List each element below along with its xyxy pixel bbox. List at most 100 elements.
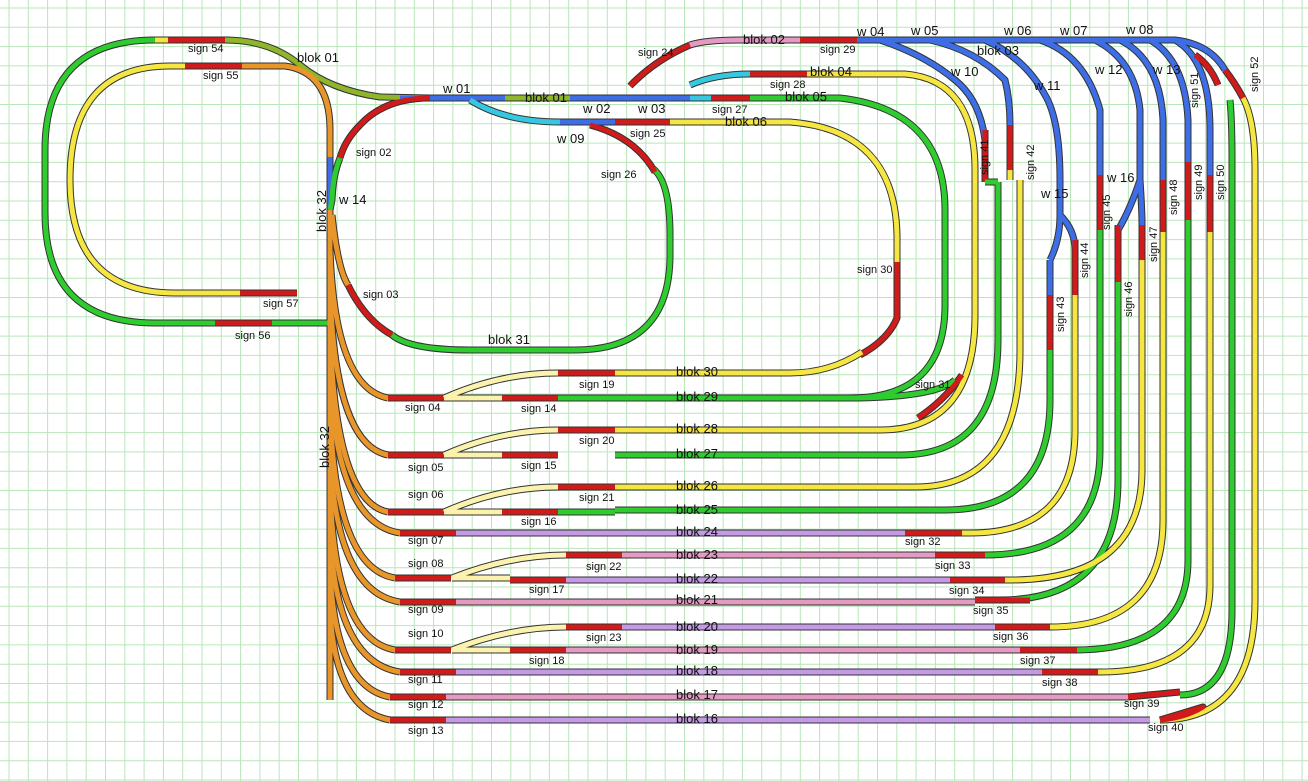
- signal-label[interactable]: sign 20: [579, 435, 614, 447]
- crossover[interactable]: [451, 552, 567, 581]
- blok-04-track[interactable]: [615, 71, 978, 433]
- blok-19-return[interactable]: [1020, 220, 1191, 653]
- signal-label[interactable]: sign 47: [1148, 227, 1160, 262]
- block-label[interactable]: blok 01: [525, 90, 567, 105]
- block-label[interactable]: blok 04: [810, 64, 852, 79]
- signal-label[interactable]: sign 42: [1025, 145, 1037, 180]
- blok-26-track[interactable]: [615, 170, 1023, 490]
- switch-label[interactable]: w 15: [1040, 186, 1068, 201]
- signal-label[interactable]: sign 29: [820, 44, 855, 56]
- switch-w06-w11-w15[interactable]: [983, 37, 1063, 262]
- block-label[interactable]: blok 28: [676, 421, 718, 436]
- block-label[interactable]: blok 24: [676, 524, 718, 539]
- signal-label[interactable]: sign 05: [408, 462, 443, 474]
- switch-label[interactable]: w 06: [1003, 23, 1031, 38]
- throat-curve[interactable]: [327, 369, 401, 536]
- signal-label[interactable]: sign 28: [770, 79, 805, 91]
- crossover[interactable]: [442, 427, 559, 458]
- throat-curve[interactable]: [327, 569, 391, 700]
- throat-curve[interactable]: [327, 329, 389, 515]
- block-label[interactable]: blok 30: [676, 364, 718, 379]
- blok-27-track[interactable]: [615, 179, 1001, 458]
- loop-to-w14-track[interactable]: [242, 63, 333, 157]
- signal-label[interactable]: sign 08: [408, 558, 443, 570]
- switch-label[interactable]: w 02: [582, 101, 610, 116]
- switch-label[interactable]: w 04: [856, 24, 884, 39]
- signal-label[interactable]: sign 10: [408, 628, 443, 640]
- signal-label[interactable]: sign 55: [203, 70, 238, 82]
- throat-curve[interactable]: [327, 409, 396, 581]
- track-segment[interactable]: [1137, 179, 1145, 226]
- outer-loop-track[interactable]: [42, 37, 330, 326]
- signal-26-section[interactable]: [589, 122, 658, 174]
- signal-label[interactable]: sign 13: [408, 725, 443, 737]
- signal-label[interactable]: sign 12: [408, 699, 443, 711]
- switch-label[interactable]: w 10: [950, 64, 978, 79]
- signal-24-section[interactable]: [628, 42, 691, 88]
- signal-label[interactable]: sign 43: [1055, 297, 1067, 332]
- blok-17-return[interactable]: [1179, 99, 1235, 698]
- block-label[interactable]: blok 23: [676, 547, 718, 562]
- crossover[interactable]: [442, 370, 559, 401]
- switch-w09[interactable]: [468, 97, 561, 125]
- blok-25-track[interactable]: [615, 350, 1053, 513]
- signal-label[interactable]: sign 23: [586, 632, 621, 644]
- signal-31-section[interactable]: [916, 373, 965, 421]
- signal-label[interactable]: sign 31: [915, 379, 950, 391]
- blok-02-track[interactable]: [689, 37, 800, 48]
- signal-label[interactable]: sign 22: [586, 561, 621, 573]
- signal-label[interactable]: sign 37: [1020, 655, 1055, 667]
- throat-curve[interactable]: [327, 609, 391, 723]
- track-segment[interactable]: [905, 295, 1078, 536]
- signal-label[interactable]: sign 49: [1193, 165, 1205, 200]
- switch-w13[interactable]: [1118, 37, 1166, 180]
- signal-label[interactable]: sign 11: [408, 674, 443, 686]
- block-label[interactable]: blok 01: [297, 50, 339, 65]
- switch-label[interactable]: w 03: [637, 101, 665, 116]
- block-label[interactable]: blok 25: [676, 502, 718, 517]
- block-label[interactable]: blok 31: [488, 332, 530, 347]
- throat-curve[interactable]: [327, 529, 401, 675]
- blok-23-return[interactable]: [935, 230, 1103, 558]
- blok-22-return[interactable]: [950, 260, 1145, 583]
- signal-51-section[interactable]: [1193, 52, 1221, 86]
- block-label[interactable]: blok 05: [785, 89, 827, 104]
- track-segment[interactable]: [1148, 37, 1191, 162]
- blok-06-track[interactable]: [670, 119, 900, 265]
- switch-label[interactable]: w 16: [1106, 170, 1134, 185]
- signal-label[interactable]: sign 30: [857, 264, 892, 276]
- signal-label[interactable]: sign 24: [638, 47, 673, 59]
- signal-label[interactable]: sign 18: [529, 655, 564, 667]
- signal-label[interactable]: sign 04: [405, 402, 440, 414]
- signal-label[interactable]: sign 02: [356, 147, 391, 159]
- signal-label[interactable]: sign 33: [935, 560, 970, 572]
- signal-30-section[interactable]: [858, 262, 900, 358]
- block-label[interactable]: blok 22: [676, 571, 718, 586]
- block-label[interactable]: blok 06: [725, 114, 767, 129]
- block-label[interactable]: blok 32: [314, 190, 329, 232]
- switch-label[interactable]: w 13: [1152, 62, 1180, 77]
- block-label[interactable]: blok 21: [676, 592, 718, 607]
- block-label[interactable]: blok 26: [676, 478, 718, 493]
- signal-03-section[interactable]: [345, 283, 394, 338]
- signal-label[interactable]: sign 09: [408, 604, 443, 616]
- signal-40-section[interactable]: [1159, 704, 1206, 723]
- signal-02-section[interactable]: [337, 95, 431, 159]
- throat-curve[interactable]: [327, 489, 396, 653]
- signal-label[interactable]: sign 46: [1123, 282, 1135, 317]
- switch-label[interactable]: w 12: [1094, 62, 1122, 77]
- signal-label[interactable]: sign 32: [905, 536, 940, 548]
- signal-label[interactable]: sign 21: [579, 492, 614, 504]
- signal-label[interactable]: sign 56: [235, 330, 270, 342]
- throat-curve[interactable]: [327, 289, 389, 458]
- signal-label[interactable]: sign 52: [1249, 57, 1261, 92]
- blok-18-return[interactable]: [1042, 232, 1213, 675]
- crossover[interactable]: [451, 624, 567, 653]
- track-segment[interactable]: [844, 378, 957, 401]
- block-label[interactable]: blok 16: [676, 711, 718, 726]
- block-label[interactable]: blok 29: [676, 389, 718, 404]
- switch-w07[interactable]: [1039, 37, 1103, 175]
- switch-label[interactable]: w 09: [556, 131, 584, 146]
- switch-label[interactable]: w 05: [910, 23, 938, 38]
- signal-label[interactable]: sign 19: [579, 379, 614, 391]
